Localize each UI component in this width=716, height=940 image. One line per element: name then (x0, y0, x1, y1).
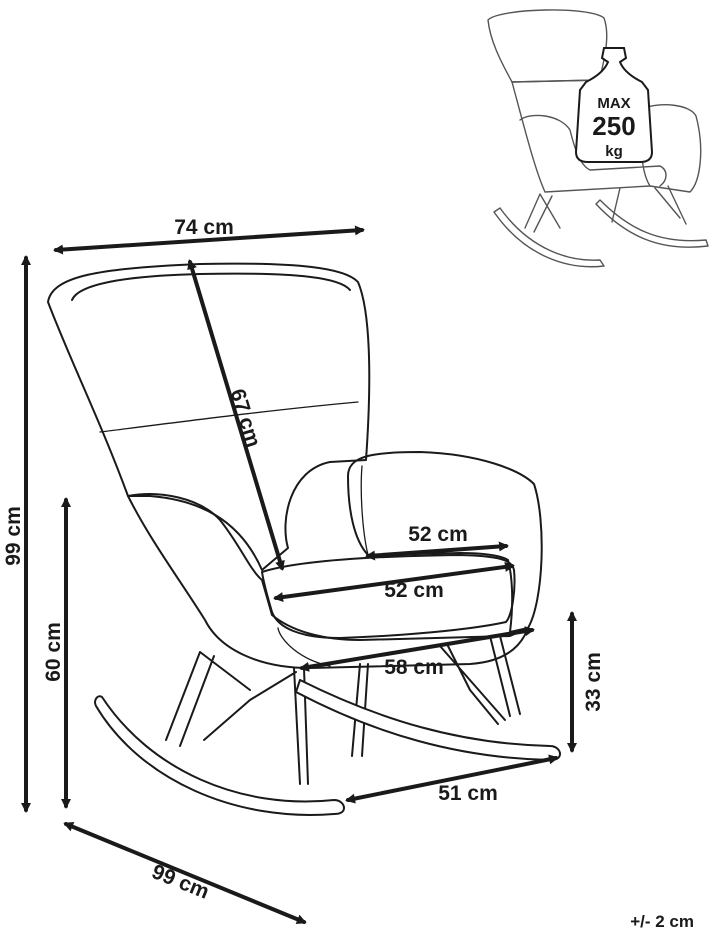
rocker-span-line (345, 754, 559, 804)
tolerance-note: +/- 2 cm (630, 912, 694, 931)
chair-drawing: 74 cm 99 cm 60 cm 67 cm 52 cm 52 cm 58 c… (2, 216, 605, 924)
backrest-height-line (187, 259, 285, 571)
total-width-label: 74 cm (174, 216, 234, 239)
seat-width-line (365, 541, 509, 561)
max-load-value: 250 (592, 111, 635, 141)
total-depth-label: 99 cm (149, 860, 213, 904)
total-width-line (53, 225, 365, 255)
seat-base-width-line (299, 626, 535, 672)
seat-width-label: 52 cm (408, 523, 468, 546)
armrest-height-label: 60 cm (42, 622, 65, 682)
load-capacity-illustration: MAX 250 kg (487, 9, 709, 268)
total-height-label: 99 cm (2, 506, 25, 566)
seat-depth-label: 52 cm (384, 579, 444, 602)
seat-height-label: 33 cm (582, 652, 605, 712)
rocker-left (94, 695, 345, 816)
rocker-right (295, 679, 561, 761)
rocker-span-label: 51 cm (438, 782, 498, 805)
max-load-unit: kg (605, 143, 623, 160)
backrest-outline (47, 262, 371, 571)
seat-base-width-label: 58 cm (384, 656, 444, 679)
backrest-seam (99, 401, 359, 433)
max-load-label: MAX (597, 95, 630, 112)
total-depth-line (63, 822, 307, 924)
backrest-height-label: 67 cm (226, 386, 265, 450)
seat-depth-line (273, 561, 515, 603)
weight-icon (574, 47, 654, 163)
